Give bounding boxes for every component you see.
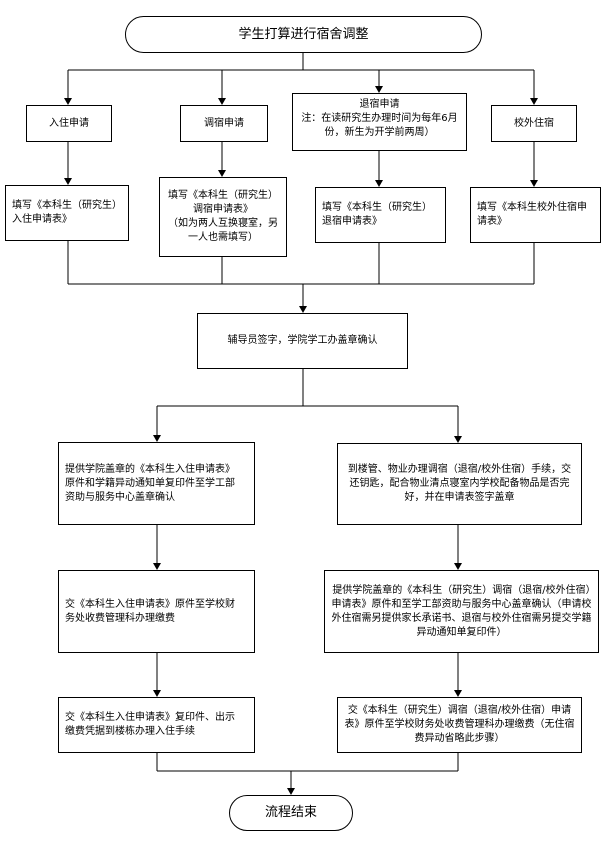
checkout-application-node: 退宿申请 注：在读研究生办理时间为每年6月份，新生为开学前两周）	[292, 93, 467, 151]
arrowhead-16	[299, 306, 307, 313]
room-change-application-node: 调宿申请	[180, 105, 268, 142]
arrowhead-9	[375, 180, 383, 187]
arrowhead-19	[153, 435, 161, 442]
move-in-application-node: 入住申请	[26, 105, 112, 142]
arrowhead-20	[454, 436, 462, 443]
left-step-2-node: 交《本科生入住申请表》原件至学校财 务处收费管理科办理缴费	[58, 570, 255, 653]
left-step-3-node: 交《本科生入住申请表》复印件、出示 缴费凭据到楼栋办理入住手续	[58, 697, 255, 753]
left-step-1-node: 提供学院盖章的《本科生入住申请表》 原件和学籍异动通知单复印件至学工部 资助与服…	[58, 442, 255, 525]
arrowhead-10	[530, 180, 538, 187]
arrowhead-22	[153, 690, 161, 697]
checkout-title: 退宿申请	[359, 99, 400, 110]
counselor-confirmation-node: 辅导员签字，学院学工办盖章确认	[197, 313, 408, 369]
arrowhead-23	[454, 563, 462, 570]
right-step-2-node: 提供学院盖章的《本科生（研究生）调宿（退宿/校外住宿）申请表》原件和至学工部资助…	[324, 570, 599, 653]
arrowhead-24	[454, 690, 462, 697]
arrowhead-4	[218, 98, 226, 105]
end-node: 流程结束	[229, 795, 353, 831]
arrowhead-7	[64, 178, 72, 185]
arrowhead-5	[375, 86, 383, 93]
arrowhead-6	[530, 98, 538, 105]
arrowhead-3	[64, 98, 72, 105]
start-node: 学生打算进行宿舍调整	[125, 16, 482, 53]
right-step-1-node: 到楼管、物业办理调宿（退宿/校外住宿）手续，交还钥匙，配合物业清点寝室内学校配备…	[337, 443, 582, 525]
fill-room-change-form-node: 填写《本科生（研究生） 调宿申请表》 （如为两人互换寝室，另 一人也需填写）	[159, 177, 287, 257]
arrowhead-8	[218, 170, 226, 177]
offcampus-application-node: 校外住宿	[491, 105, 577, 142]
checkout-note: 注：在读研究生办理时间为每年6月份，新生为开学前两周）	[301, 113, 458, 138]
fill-move-in-form-node: 填写《本科生（研究生） 入住申请表》	[5, 185, 129, 241]
arrowhead-28	[287, 788, 295, 795]
right-step-3-node: 交《本科生（研究生）调宿（退宿/校外住宿）申请表》原件至学校财务处收费管理科办理…	[337, 697, 582, 753]
fill-offcampus-form-node: 填写《本科生校外住宿申 请表》	[470, 187, 601, 243]
fill-checkout-form-node: 填写《本科生（研究生） 退宿申请表》	[315, 187, 446, 243]
arrowhead-21	[153, 563, 161, 570]
